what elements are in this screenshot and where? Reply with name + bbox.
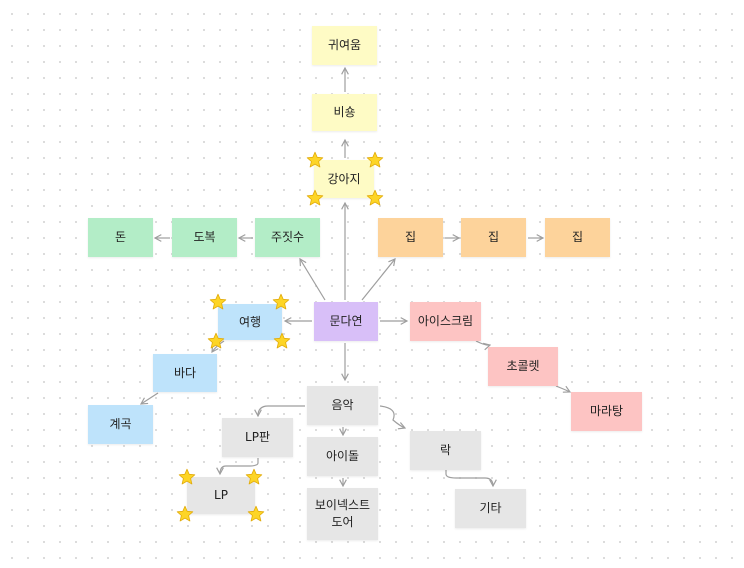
edge-icecream-chocolate xyxy=(475,340,492,351)
node-money[interactable]: 돈 xyxy=(88,218,153,257)
edge-sea-valley xyxy=(139,392,159,405)
node-icecream[interactable]: 아이스크림 xyxy=(410,302,481,341)
star-icon xyxy=(273,332,291,349)
star-icon xyxy=(247,505,265,522)
node-cute[interactable]: 귀여움 xyxy=(312,26,377,65)
node-lp-plate[interactable]: LP판 xyxy=(222,418,293,457)
edge-rock-guitar xyxy=(445,470,497,488)
node-home-1[interactable]: 집 xyxy=(378,218,443,257)
star-icon xyxy=(306,151,324,168)
node-bisong[interactable]: 비숑 xyxy=(312,94,377,131)
node-puppy[interactable]: 강아지 xyxy=(314,160,374,198)
node-home-2[interactable]: 집 xyxy=(461,218,526,257)
star-icon xyxy=(209,293,227,310)
node-boynextdoor[interactable]: 보이넥스트 도어 xyxy=(307,488,378,540)
edge-music-rock xyxy=(379,405,407,430)
star-icon xyxy=(272,293,290,310)
node-music[interactable]: 음악 xyxy=(307,386,378,425)
node-idol[interactable]: 아이돌 xyxy=(307,437,378,476)
edge-travel-sea xyxy=(211,340,225,354)
star-icon xyxy=(306,189,324,206)
edge-root-home xyxy=(361,258,396,301)
star-icon xyxy=(366,189,384,206)
node-lp[interactable]: LP xyxy=(187,477,255,514)
star-icon xyxy=(245,468,263,485)
node-rock[interactable]: 락 xyxy=(410,431,481,470)
star-icon xyxy=(207,332,225,349)
node-guitar[interactable]: 기타 xyxy=(455,489,526,528)
star-icon xyxy=(366,151,384,168)
node-valley[interactable]: 계곡 xyxy=(88,405,153,444)
node-root[interactable]: 문다연 xyxy=(314,302,378,341)
edge-root-habit xyxy=(299,257,326,301)
node-malatang[interactable]: 마라탕 xyxy=(571,392,642,431)
node-uniform[interactable]: 도복 xyxy=(172,218,237,257)
node-habit[interactable]: 주짓수 xyxy=(255,218,320,257)
edge-lpplate-lp xyxy=(216,458,259,476)
star-icon xyxy=(176,505,194,522)
node-chocolate[interactable]: 초콜렛 xyxy=(488,347,558,386)
star-icon xyxy=(178,468,196,485)
node-home-3[interactable]: 집 xyxy=(545,218,610,257)
edge-music-lpplate xyxy=(254,405,305,418)
node-travel[interactable]: 여행 xyxy=(218,304,282,340)
edge-chocolate-malatang xyxy=(555,385,572,393)
node-sea[interactable]: 바다 xyxy=(153,354,217,392)
